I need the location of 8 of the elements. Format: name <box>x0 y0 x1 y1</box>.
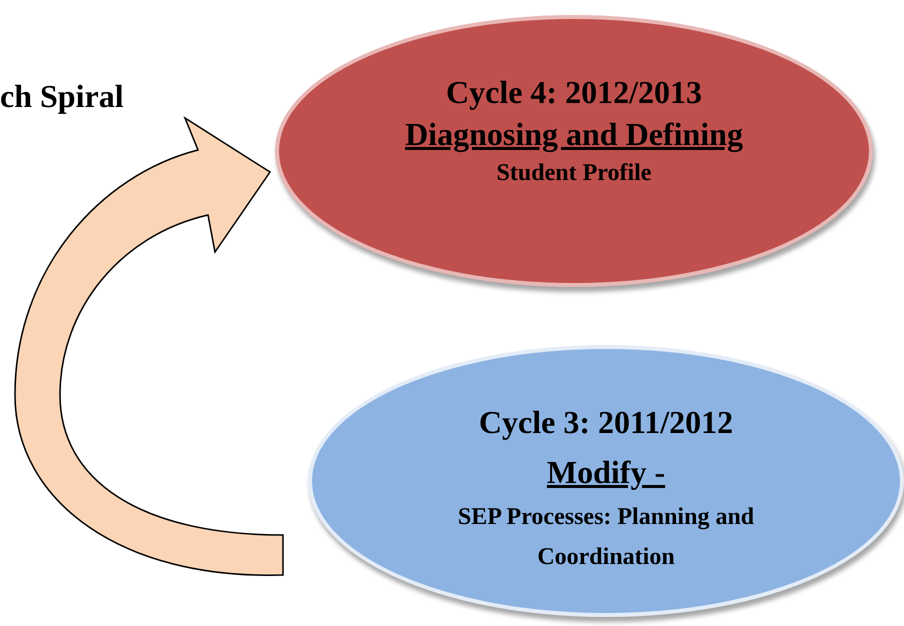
curved-arrow <box>14 117 284 576</box>
ellipse-text: SEP Processes: Planning and Coordination <box>456 503 756 572</box>
cycle-heading: Cycle 4: 2012/2013 <box>446 73 702 112</box>
ellipse-text: Modify - <box>546 453 666 492</box>
cycle-heading: Cycle 3: 2011/2012 <box>478 403 734 442</box>
diagram-title: ch Spiral <box>0 78 124 115</box>
ellipse-text: Diagnosing and Defining <box>405 115 743 154</box>
ellipse-text: Student Profile <box>496 159 652 188</box>
